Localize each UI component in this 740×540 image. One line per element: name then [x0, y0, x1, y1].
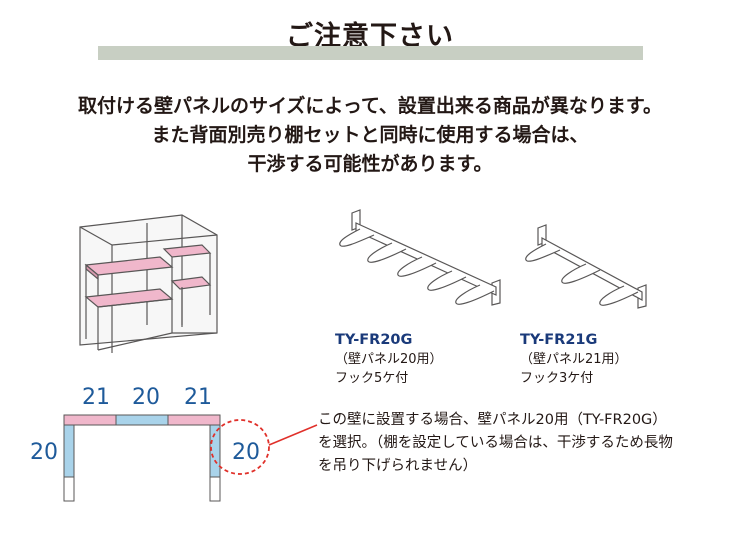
plan-top-dim: 21	[82, 385, 110, 410]
plan-top-dim: 21	[184, 385, 212, 410]
plan-top-dim: 20	[132, 385, 160, 410]
product-panel-size: （壁パネル21用）	[520, 352, 628, 367]
hook-rail-fr21g-illustration	[525, 224, 647, 309]
product-fr21g-label: TY-FR21G （壁パネル21用） フック3ケ付	[520, 331, 628, 388]
product-fr20g-label: TY-FR20G （壁パネル20用） フック5ケ付	[335, 331, 443, 388]
product-panel-size: （壁パネル20用）	[335, 352, 443, 367]
product-hook-count: フック3ケ付	[520, 371, 594, 386]
notice-line: 干渉する可能性があります。	[247, 153, 493, 175]
notice-text: 取付ける壁パネルのサイズによって、設置出来る商品が異なります。 また背面別売り棚…	[0, 92, 740, 179]
plan-view-diagram	[63, 414, 318, 502]
shelf-unit-illustration	[79, 214, 218, 353]
plan-left-dim: 20	[30, 440, 58, 465]
title-underline-bar	[98, 46, 643, 60]
plan-right-dim: 20	[232, 440, 260, 465]
installation-note: この壁に設置する場合、壁パネル20用（TY-FR20G）を選択。（棚を設定してい…	[318, 412, 673, 474]
notice-line: 取付ける壁パネルのサイズによって、設置出来る商品が異なります。	[77, 95, 663, 117]
notice-line: また背面別売り棚セットと同時に使用する場合は、	[151, 124, 589, 146]
product-code: TY-FR20G	[335, 332, 413, 348]
product-code: TY-FR21G	[520, 332, 598, 348]
product-hook-count: フック5ケ付	[335, 371, 409, 386]
hook-rail-fr20g-illustration	[339, 209, 501, 306]
